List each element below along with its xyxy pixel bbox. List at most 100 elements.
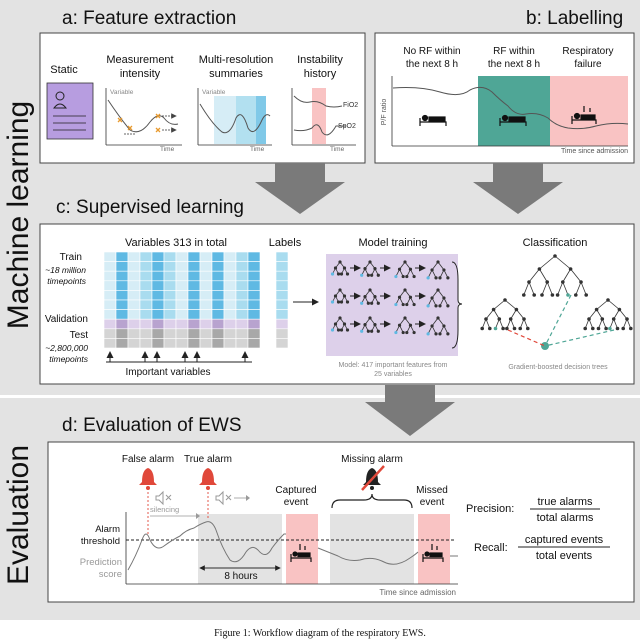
- grid-cell: [127, 299, 141, 310]
- grid-cell: [127, 251, 141, 262]
- bell-icon-false: [139, 468, 157, 490]
- spo2-label: SpO2: [338, 123, 356, 130]
- grid-cell: [139, 290, 153, 301]
- fio2-label: FiO2: [343, 102, 358, 109]
- grid-cell: [211, 318, 225, 330]
- important-variable-arrows: [106, 351, 252, 363]
- label-cell: [275, 280, 289, 291]
- label-cell: [275, 328, 289, 339]
- grid-cell: [103, 318, 117, 330]
- grid-cell: [115, 309, 129, 320]
- measure-label-1: Measurement: [106, 54, 173, 66]
- col2-label-2: the next 8 h: [488, 59, 540, 70]
- col1-label-2: the next 8 h: [406, 59, 458, 70]
- model-trees: [330, 260, 450, 336]
- prediction-score-line: [127, 521, 458, 571]
- captured-event-region: [286, 514, 318, 584]
- window-missed: [330, 514, 414, 584]
- classification-trees: [480, 254, 633, 350]
- missed-event-label-2: event: [420, 497, 445, 508]
- grid-cell: [247, 261, 261, 272]
- grid-cell: [139, 251, 153, 262]
- train-sub-1: ~18 million: [45, 265, 86, 275]
- bed-icon-1: [419, 114, 447, 126]
- label-cell: [275, 290, 289, 301]
- col3-label-2: failure: [574, 59, 602, 70]
- grid-cell: [127, 280, 141, 291]
- grid-cell: [151, 318, 165, 330]
- train-sub-2: timepoints: [47, 276, 86, 286]
- measurement-marks: [117, 113, 161, 133]
- panel-b-title: b: Labelling: [526, 8, 623, 29]
- grid-cell: [151, 261, 165, 272]
- grid-cell: [175, 270, 189, 282]
- grid-cell: [211, 290, 225, 301]
- grid-cell: [115, 261, 129, 272]
- missing-alarm-label: Missing alarm: [341, 454, 403, 465]
- model-training-box: [326, 254, 458, 356]
- grid-cell: [151, 251, 165, 262]
- grid-cell: [103, 261, 117, 272]
- grid-cell: [127, 309, 141, 320]
- grid-cell: [187, 270, 201, 282]
- instability-label-1: Instability: [297, 54, 343, 66]
- model-training-heading: Model training: [358, 237, 427, 249]
- missing-alarm-brace: [331, 493, 413, 509]
- grid-cell: [235, 338, 249, 349]
- grid-cell: [199, 280, 213, 291]
- multi-label-2: summaries: [209, 68, 263, 80]
- grid-cell: [235, 299, 249, 310]
- arrow-a-to-c: [255, 163, 345, 214]
- col2-label-1: RF within: [493, 46, 535, 57]
- bell-icon-missing: [361, 465, 385, 491]
- grid-cell: [139, 261, 153, 272]
- test-label: Test: [70, 330, 89, 341]
- grid-cell: [235, 290, 249, 301]
- respiratory-failure-region: [550, 76, 628, 146]
- panel-d-title: d: Evaluation of EWS: [62, 415, 242, 436]
- recall-denominator: total events: [536, 550, 593, 562]
- grid-cell: [127, 318, 141, 330]
- model-note-2: 25 variables: [374, 371, 412, 378]
- static-label: Static: [50, 64, 78, 76]
- labels-heading: Labels: [269, 237, 302, 249]
- grid-cell: [175, 309, 189, 320]
- captured-event-label-1: Captured: [275, 485, 316, 496]
- mute-icon-1: [155, 490, 172, 506]
- figure-caption: Figure 1: Workflow diagram of the respir…: [214, 628, 426, 639]
- grid-cell: [175, 338, 189, 349]
- grid-cell: [211, 309, 225, 320]
- grid-cell: [175, 251, 189, 262]
- grid-cell: [247, 290, 261, 301]
- validation-label: Validation: [45, 314, 88, 325]
- grid-cell: [223, 270, 237, 282]
- recall-numerator: captured events: [525, 534, 604, 546]
- instability-label-2: history: [304, 68, 337, 80]
- grid-cell: [151, 280, 165, 291]
- grid-cell: [187, 318, 201, 330]
- grid-cell: [211, 299, 225, 310]
- grid-cell: [223, 290, 237, 301]
- grid-cell: [211, 280, 225, 291]
- grid-cell: [175, 299, 189, 310]
- grid-cell: [187, 290, 201, 301]
- false-alarm-label: False alarm: [122, 454, 174, 465]
- grid-cell: [199, 328, 213, 339]
- instability-window: [312, 88, 326, 144]
- grid-cell: [151, 309, 165, 320]
- classification-heading: Classification: [523, 237, 588, 249]
- grid-cell: [235, 309, 249, 320]
- arrow-c-to-d: [365, 385, 455, 436]
- grid-cell: [127, 338, 141, 349]
- grid-cell: [163, 270, 177, 282]
- panel-a-title: a: Feature extraction: [62, 8, 236, 29]
- bed-icon-2: [499, 114, 527, 126]
- grid-cell: [103, 309, 117, 320]
- grid-cell: [163, 261, 177, 272]
- grid-cell: [223, 328, 237, 339]
- grid-cell: [175, 318, 189, 330]
- model-note-1: Model: 417 important features from: [339, 362, 448, 369]
- grid-cell: [199, 251, 213, 262]
